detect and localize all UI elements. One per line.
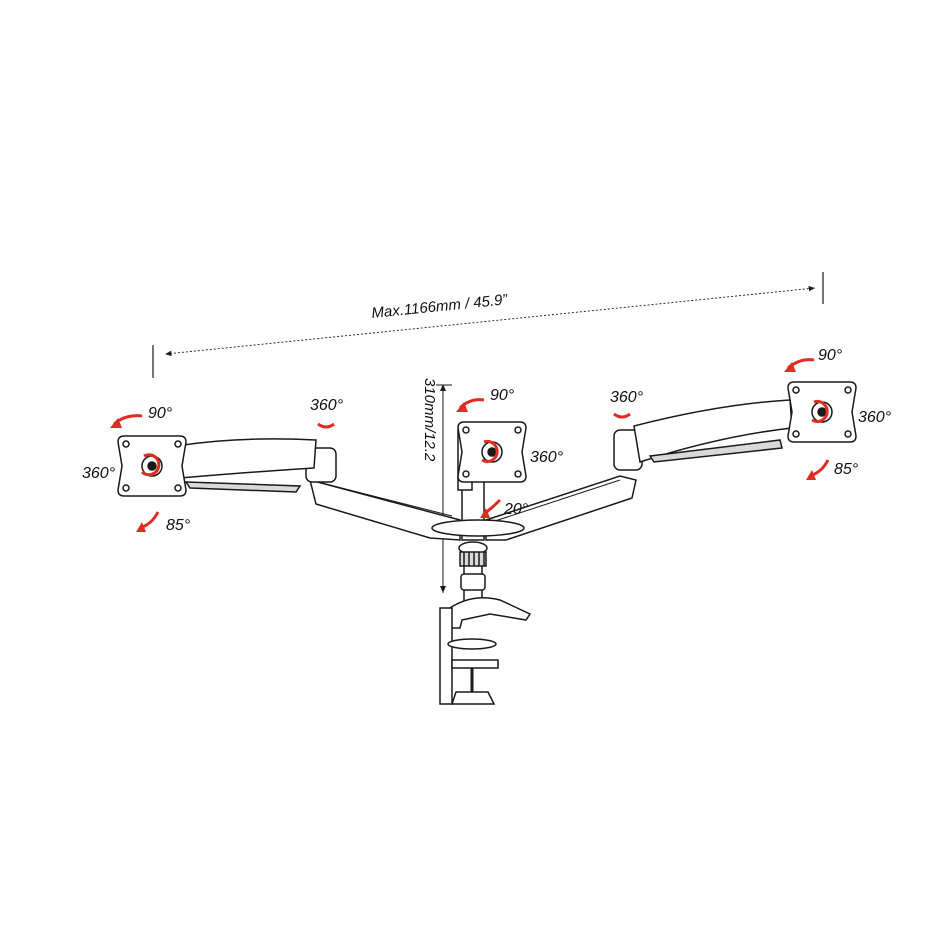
right-arm: [485, 399, 793, 541]
right-swivel-label: 85°: [834, 461, 859, 478]
center-pole-label: 20°: [503, 501, 529, 518]
vesa-plate-icon: [457, 421, 527, 483]
left-joint-label: 360°: [310, 397, 344, 414]
rotation-arrow-icon: [811, 399, 829, 423]
height-label: 310mm/12.2: [421, 378, 438, 462]
rotation-arrow-icon: [140, 453, 161, 477]
center-tilt-label: 90°: [490, 387, 515, 404]
clamp-handle: [450, 691, 496, 705]
left-arm: [175, 438, 461, 541]
clamp-disc-upper: [447, 638, 497, 650]
left-rotate-label: 360°: [82, 465, 116, 482]
clamp-top-plate: [443, 597, 532, 629]
vesa-plate-icon: [787, 381, 857, 443]
right-lower-arm: [485, 475, 637, 541]
width-label: Max.1166mm / 45.9”: [371, 291, 509, 322]
rotation-arrow-icon: [481, 439, 499, 463]
right-joint-label: 360°: [610, 389, 644, 406]
rotation-arrow-icon: [613, 412, 631, 419]
clamp-body: [439, 607, 453, 705]
width-dimension: Max.1166mm / 45.9”: [152, 272, 824, 378]
left-upper-arm: [175, 438, 317, 479]
center-hub-base: [431, 519, 525, 537]
width-dimension-line: [165, 285, 816, 357]
desk-clamp-icon: [439, 597, 532, 705]
left-swivel-label: 85°: [166, 517, 191, 534]
vesa-plate-icon: [117, 435, 187, 497]
clamp-jaw: [451, 659, 499, 669]
center-rotate-label: 360°: [530, 449, 564, 466]
right-tilt-label: 90°: [818, 347, 843, 364]
right-upper-arm-shadow: [648, 439, 783, 463]
height-dimension: 310mm/12.2: [421, 378, 452, 593]
left-upper-arm-shadow: [184, 481, 302, 493]
left-tilt-label: 90°: [148, 405, 173, 422]
pole-clip: [460, 573, 486, 591]
left-lower-arm: [308, 478, 461, 541]
rotation-arrow-icon: [317, 422, 335, 429]
right-rotate-label: 360°: [858, 409, 892, 426]
